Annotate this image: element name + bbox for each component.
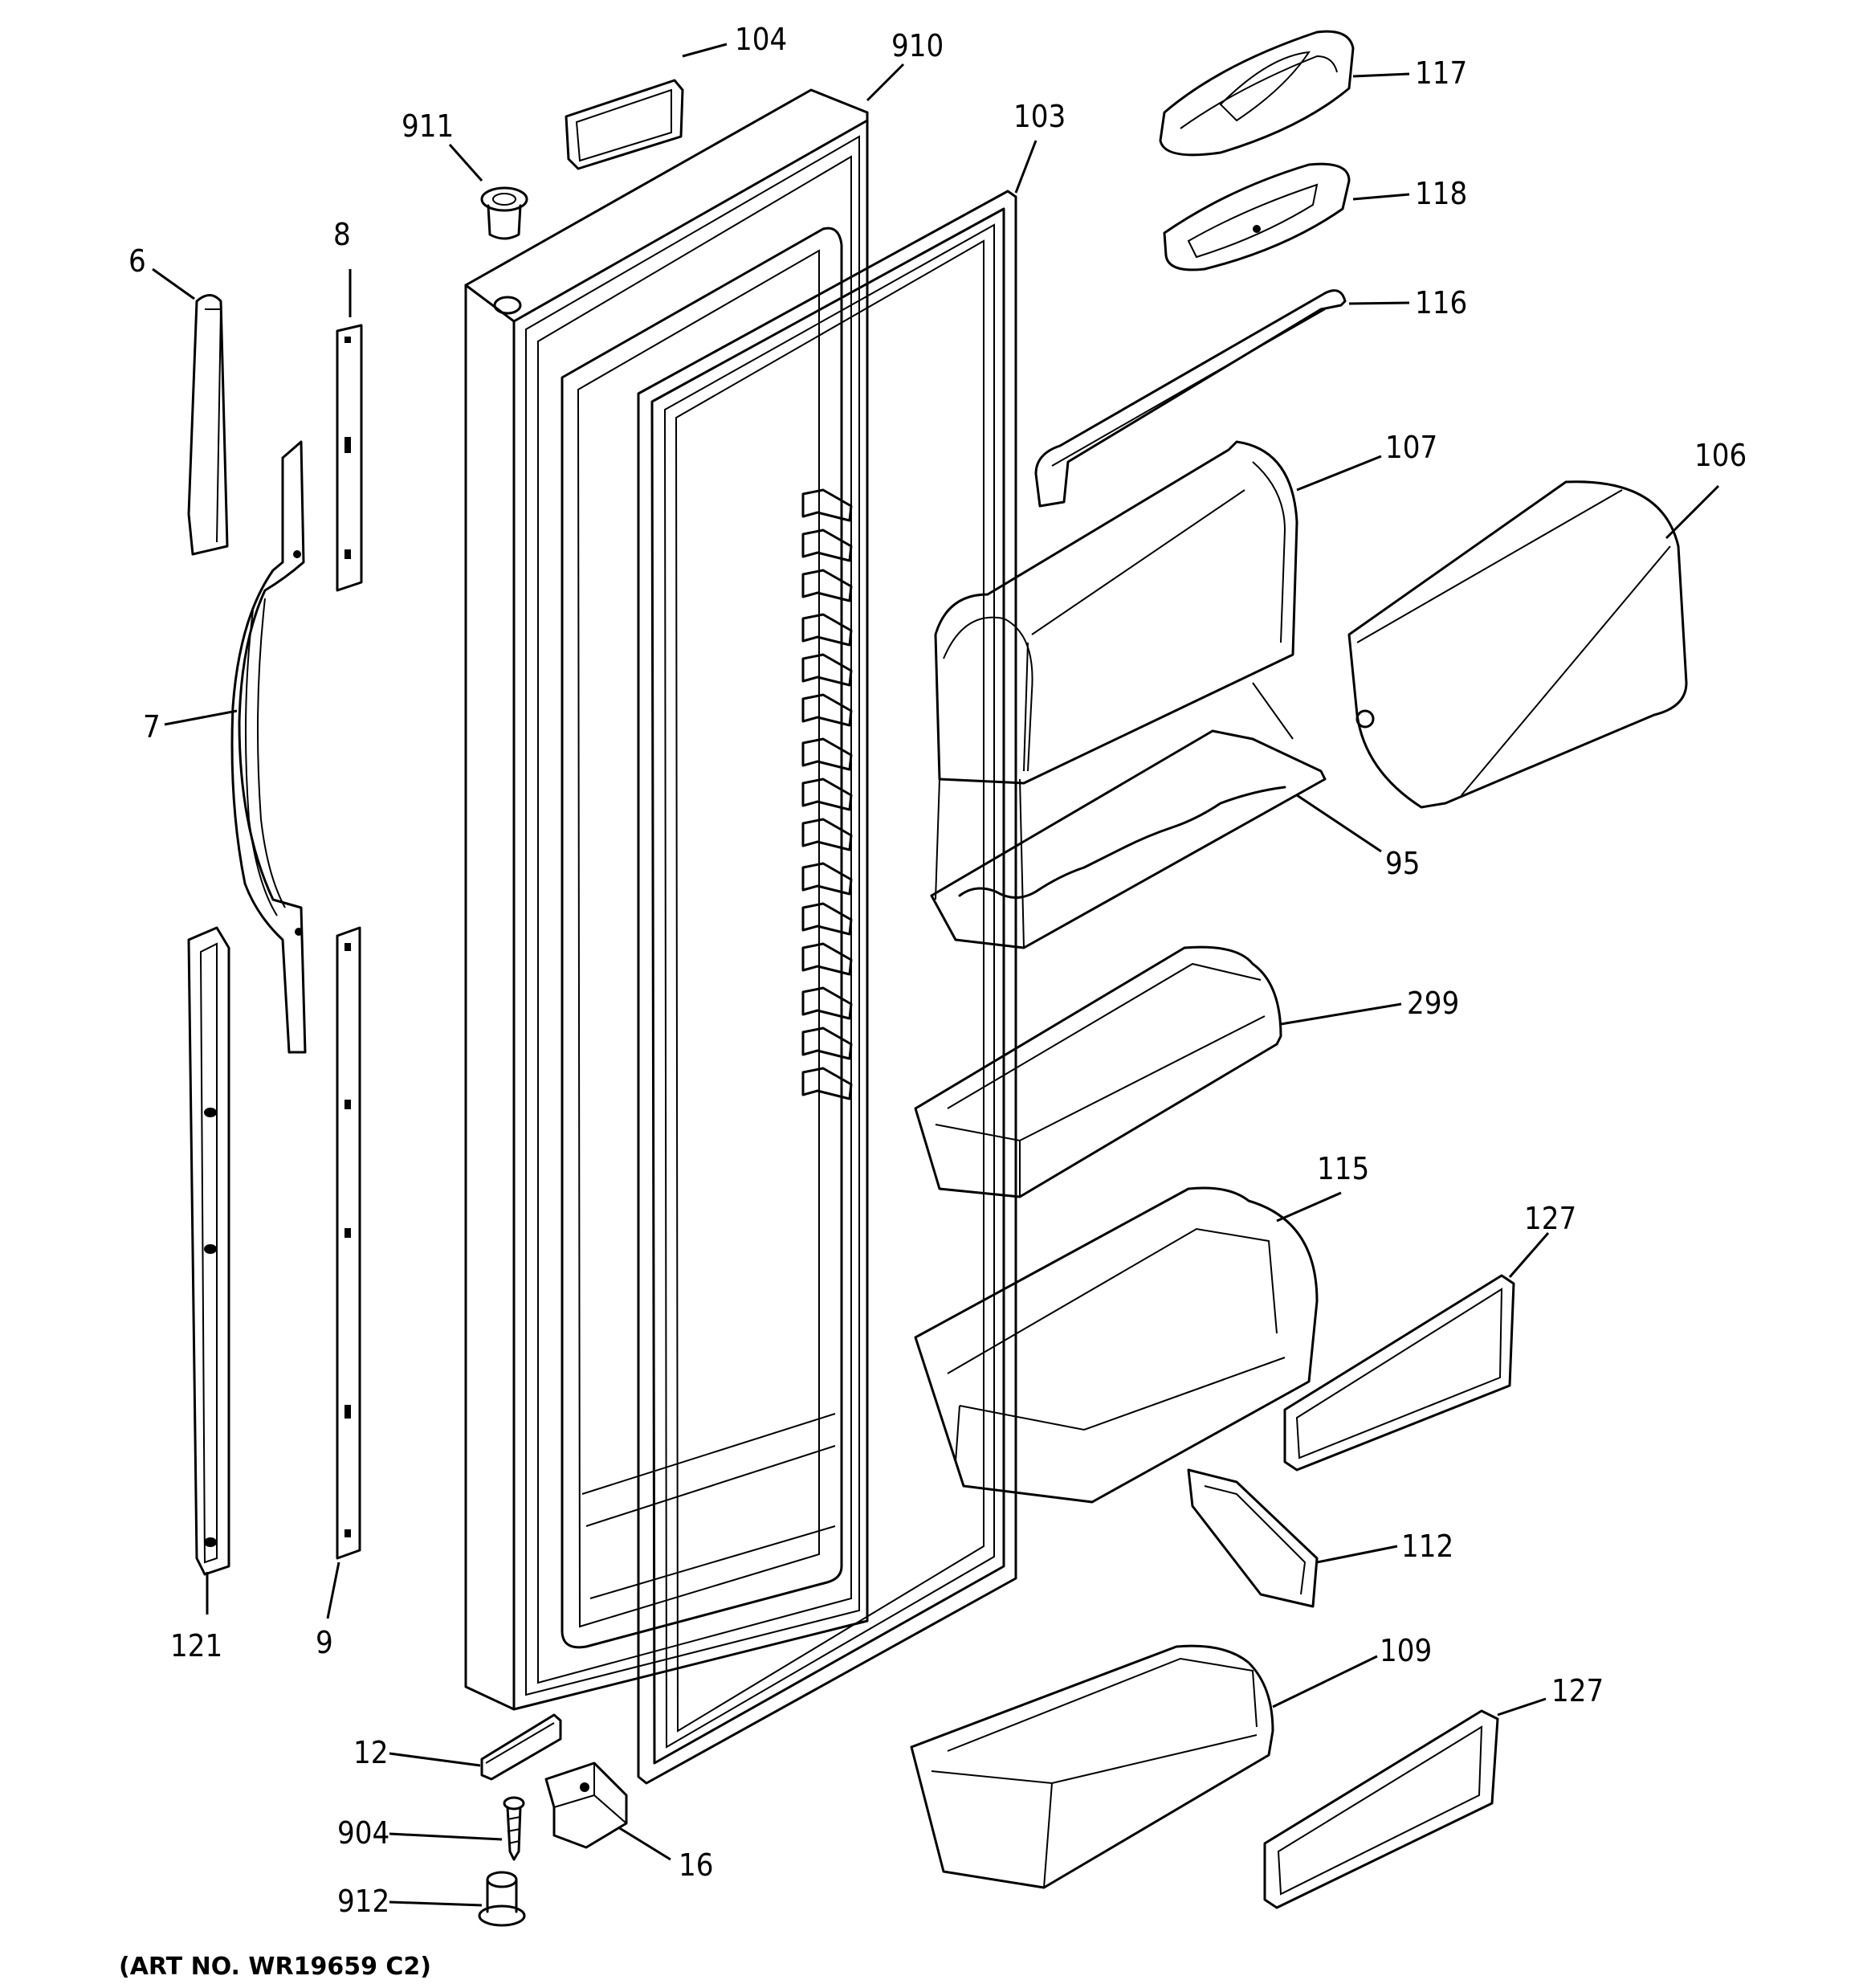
callout-107: 107 <box>1385 430 1437 465</box>
wire-rack-95 <box>930 682 1327 949</box>
bin-299 <box>914 945 1282 1198</box>
callout-106: 106 <box>1694 438 1747 473</box>
hinge-plate-12 <box>480 1713 562 1781</box>
trim-strip-9 <box>336 926 361 1560</box>
trim-strip-8 <box>336 324 363 592</box>
callout-7: 7 <box>143 709 161 745</box>
hinge-bushing-911 <box>480 186 528 240</box>
callout-127-lower: 127 <box>1551 1673 1604 1708</box>
bin-109 <box>910 1644 1274 1889</box>
bin-cover-106 <box>1347 480 1688 809</box>
callout-299: 299 <box>1407 986 1459 1021</box>
callout-104: 104 <box>735 22 787 57</box>
hinge-bracket-16 <box>544 1761 628 1849</box>
callout-117: 117 <box>1415 55 1467 91</box>
door-outer-shell <box>464 88 869 1711</box>
callout-12: 12 <box>353 1735 389 1770</box>
callout-6: 6 <box>128 243 146 279</box>
screw-904 <box>503 1796 525 1861</box>
door-handle-7 <box>230 440 307 1054</box>
callout-8: 8 <box>333 217 351 252</box>
art-number: (ART NO. WR19659 C2) <box>119 1953 431 1981</box>
cover-117 <box>1159 30 1355 157</box>
callout-121: 121 <box>170 1628 222 1663</box>
callout-103: 103 <box>1013 99 1066 134</box>
callout-9: 9 <box>316 1625 333 1660</box>
bin-115 <box>914 1186 1319 1504</box>
callout-116: 116 <box>1415 285 1467 320</box>
bar-116 <box>1034 289 1347 508</box>
callout-115: 115 <box>1317 1151 1369 1186</box>
shelf-clip-112 <box>1187 1468 1319 1608</box>
bin-front-127-lower <box>1263 1709 1499 1909</box>
door-gasket <box>637 190 1017 1785</box>
callout-95: 95 <box>1385 846 1421 881</box>
hinge-pin-912 <box>478 1871 526 1927</box>
shelf-rails <box>801 488 853 1100</box>
bin-front-127-upper <box>1283 1274 1515 1472</box>
door-liner <box>561 227 843 1649</box>
nameplate-104 <box>565 79 684 170</box>
callout-112: 112 <box>1401 1529 1453 1564</box>
leader-lines <box>152 43 1720 1907</box>
callout-16: 16 <box>679 1847 714 1883</box>
handle-end-cap-6 <box>187 294 229 556</box>
callout-912: 912 <box>337 1884 389 1919</box>
dispenser-tray-118 <box>1163 162 1351 271</box>
callout-labels: 104 910 911 103 117 118 116 6 8 107 106 … <box>128 22 1747 1919</box>
callout-910: 910 <box>891 28 944 63</box>
bin-107 <box>934 440 1298 785</box>
callout-109: 109 <box>1380 1633 1432 1668</box>
callout-127-upper: 127 <box>1524 1201 1576 1236</box>
callout-911: 911 <box>402 108 454 144</box>
callout-118: 118 <box>1415 176 1467 211</box>
handle-trim-121 <box>187 926 230 1576</box>
callout-904: 904 <box>337 1815 389 1851</box>
